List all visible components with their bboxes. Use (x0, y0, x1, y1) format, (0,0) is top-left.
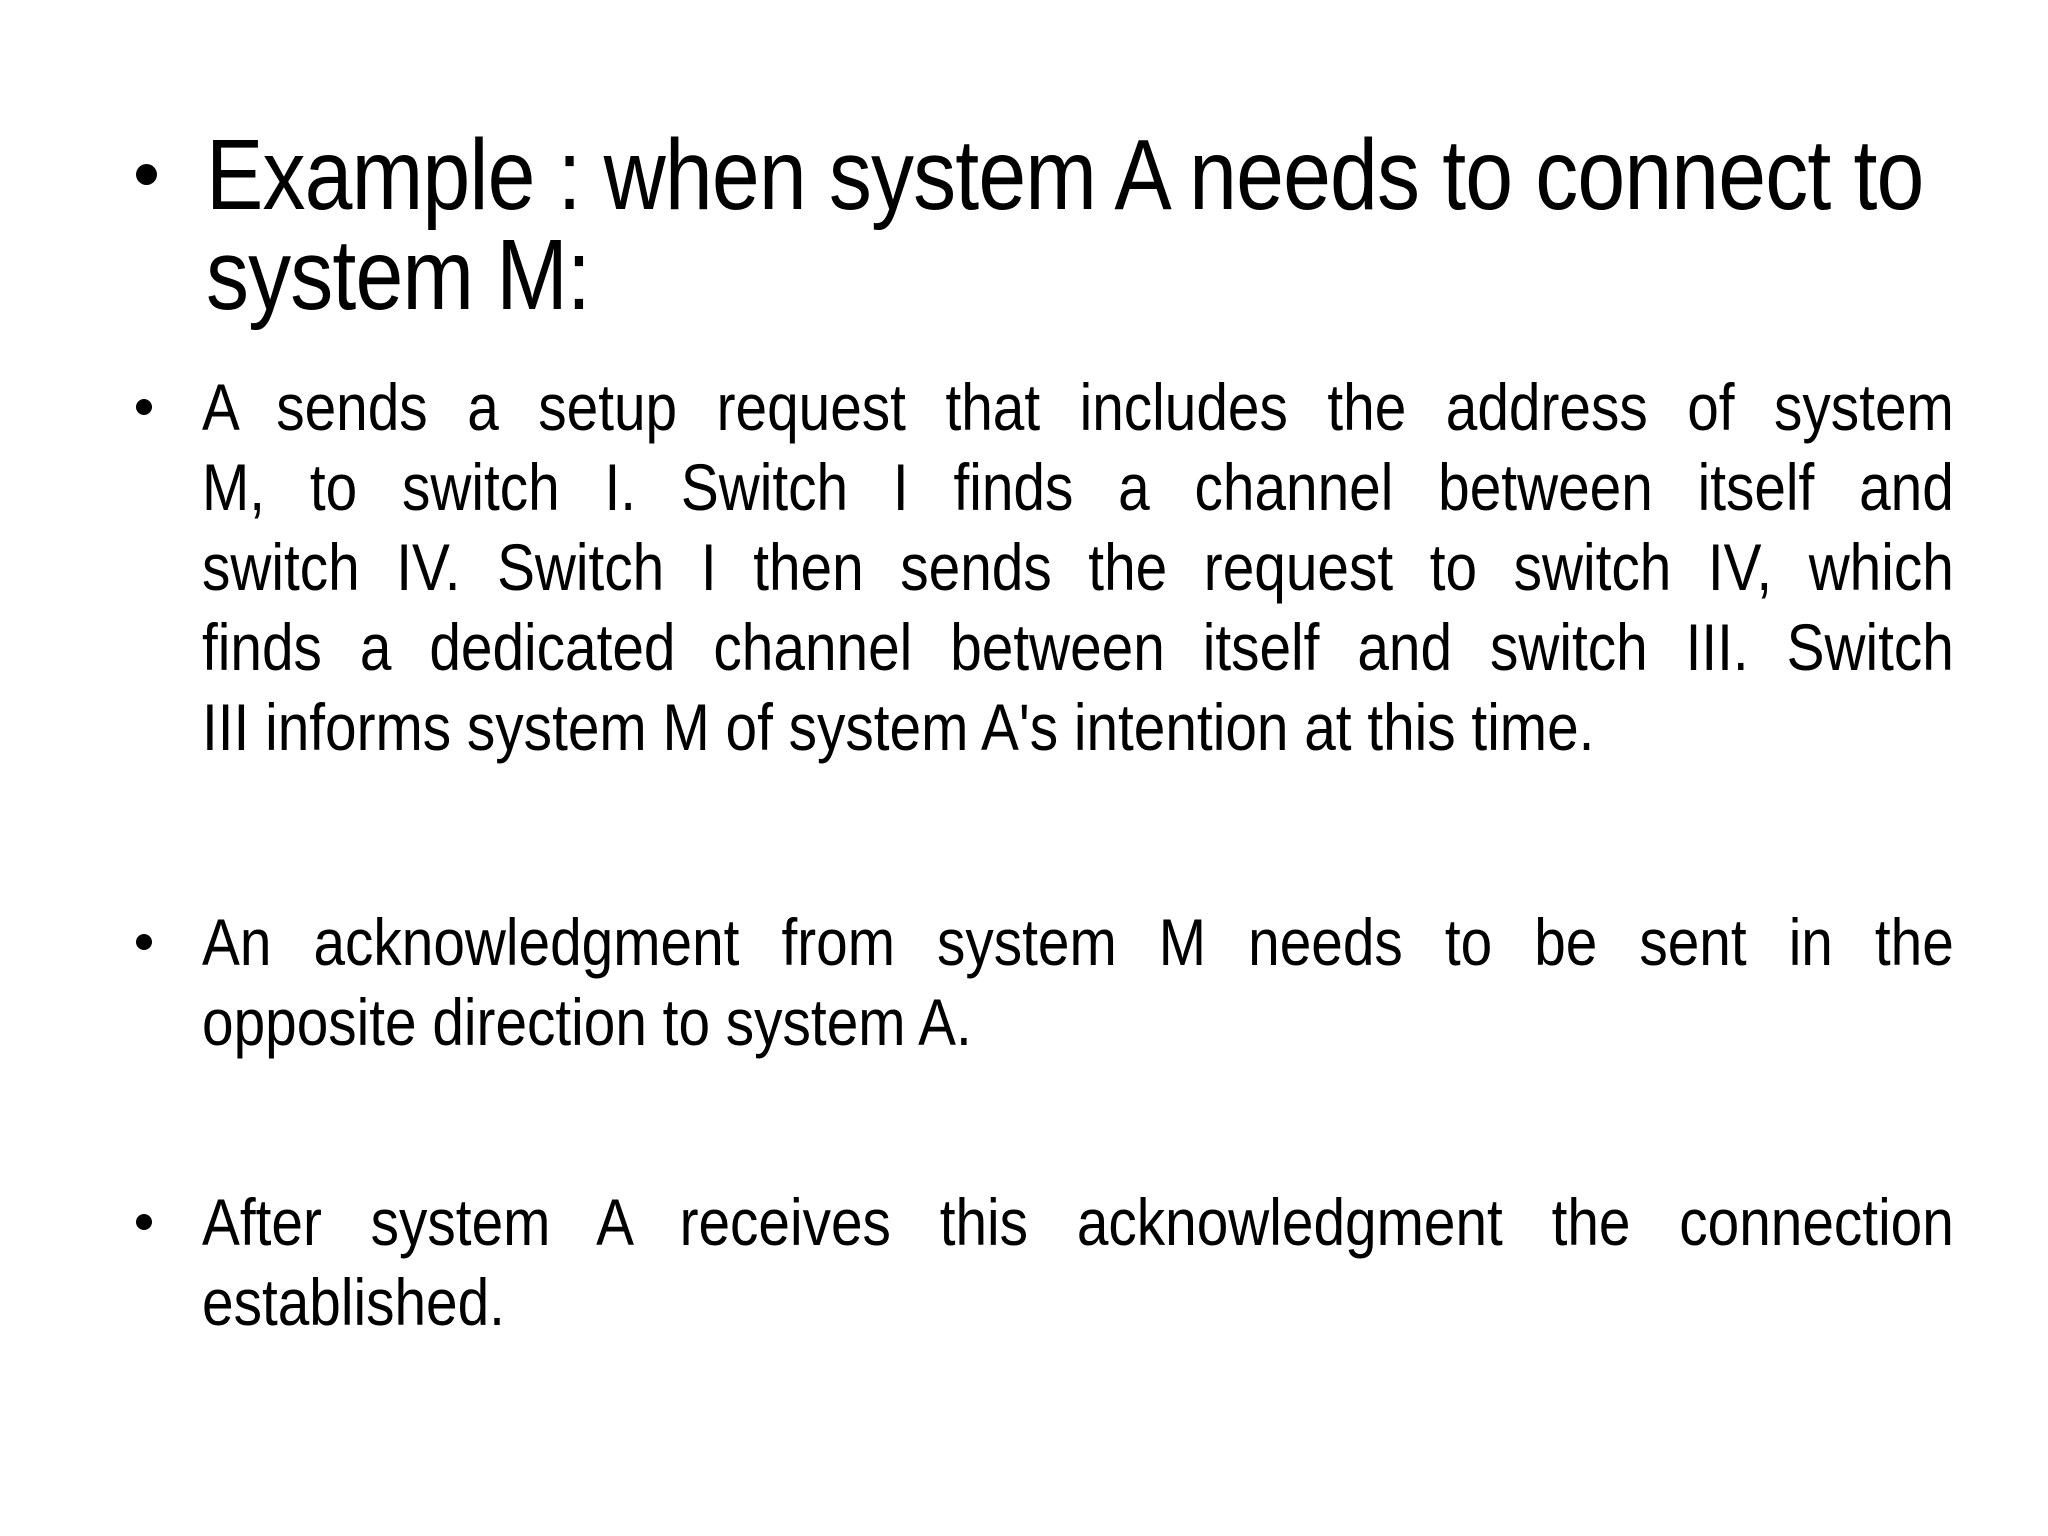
slide-title: Example : when system A needs to connect… (206, 125, 1958, 325)
bullet-column (130, 1182, 202, 1230)
bullet-paragraph-3: After system A receives this acknowledgm… (202, 1182, 1954, 1342)
bullet-paragraph-1: A sends a setup request that includes th… (202, 367, 1954, 767)
bullet-item-3: After system A receives this acknowledgm… (130, 1182, 1958, 1342)
title-bullet-column (130, 125, 206, 185)
bullet-icon (136, 164, 157, 185)
paragraph-line: switch IV. Switch I then sends the reque… (202, 530, 1954, 604)
title-line-1: Example : when system A needs to connect… (206, 119, 1924, 231)
bullet-item-2: An acknowledgment from system M needs to… (130, 902, 1958, 1062)
bullet-icon (136, 399, 152, 415)
paragraph-line: III informs system M of system A's inten… (202, 690, 1595, 764)
bullet-column (130, 367, 202, 415)
paragraph-line: opposite direction to system A. (202, 985, 972, 1059)
title-line-2: system M: (206, 219, 591, 331)
paragraph-line: finds a dedicated channel between itself… (202, 610, 1954, 684)
paragraph-line: An acknowledgment from system M needs to… (202, 905, 1954, 979)
bullet-icon (136, 1214, 152, 1230)
bullet-item-1: A sends a setup request that includes th… (130, 367, 1958, 767)
paragraph-line: established. (202, 1265, 505, 1339)
slide-content: Example : when system A needs to connect… (130, 125, 1958, 1342)
title-bullet-item: Example : when system A needs to connect… (130, 125, 1958, 325)
bullet-icon (136, 934, 152, 950)
bullet-paragraph-2: An acknowledgment from system M needs to… (202, 902, 1954, 1062)
paragraph-line: M, to switch I. Switch I finds a channel… (202, 450, 1954, 524)
paragraph-line: A sends a setup request that includes th… (202, 370, 1954, 444)
paragraph-line: After system A receives this acknowledgm… (202, 1185, 1954, 1259)
bullet-column (130, 902, 202, 950)
